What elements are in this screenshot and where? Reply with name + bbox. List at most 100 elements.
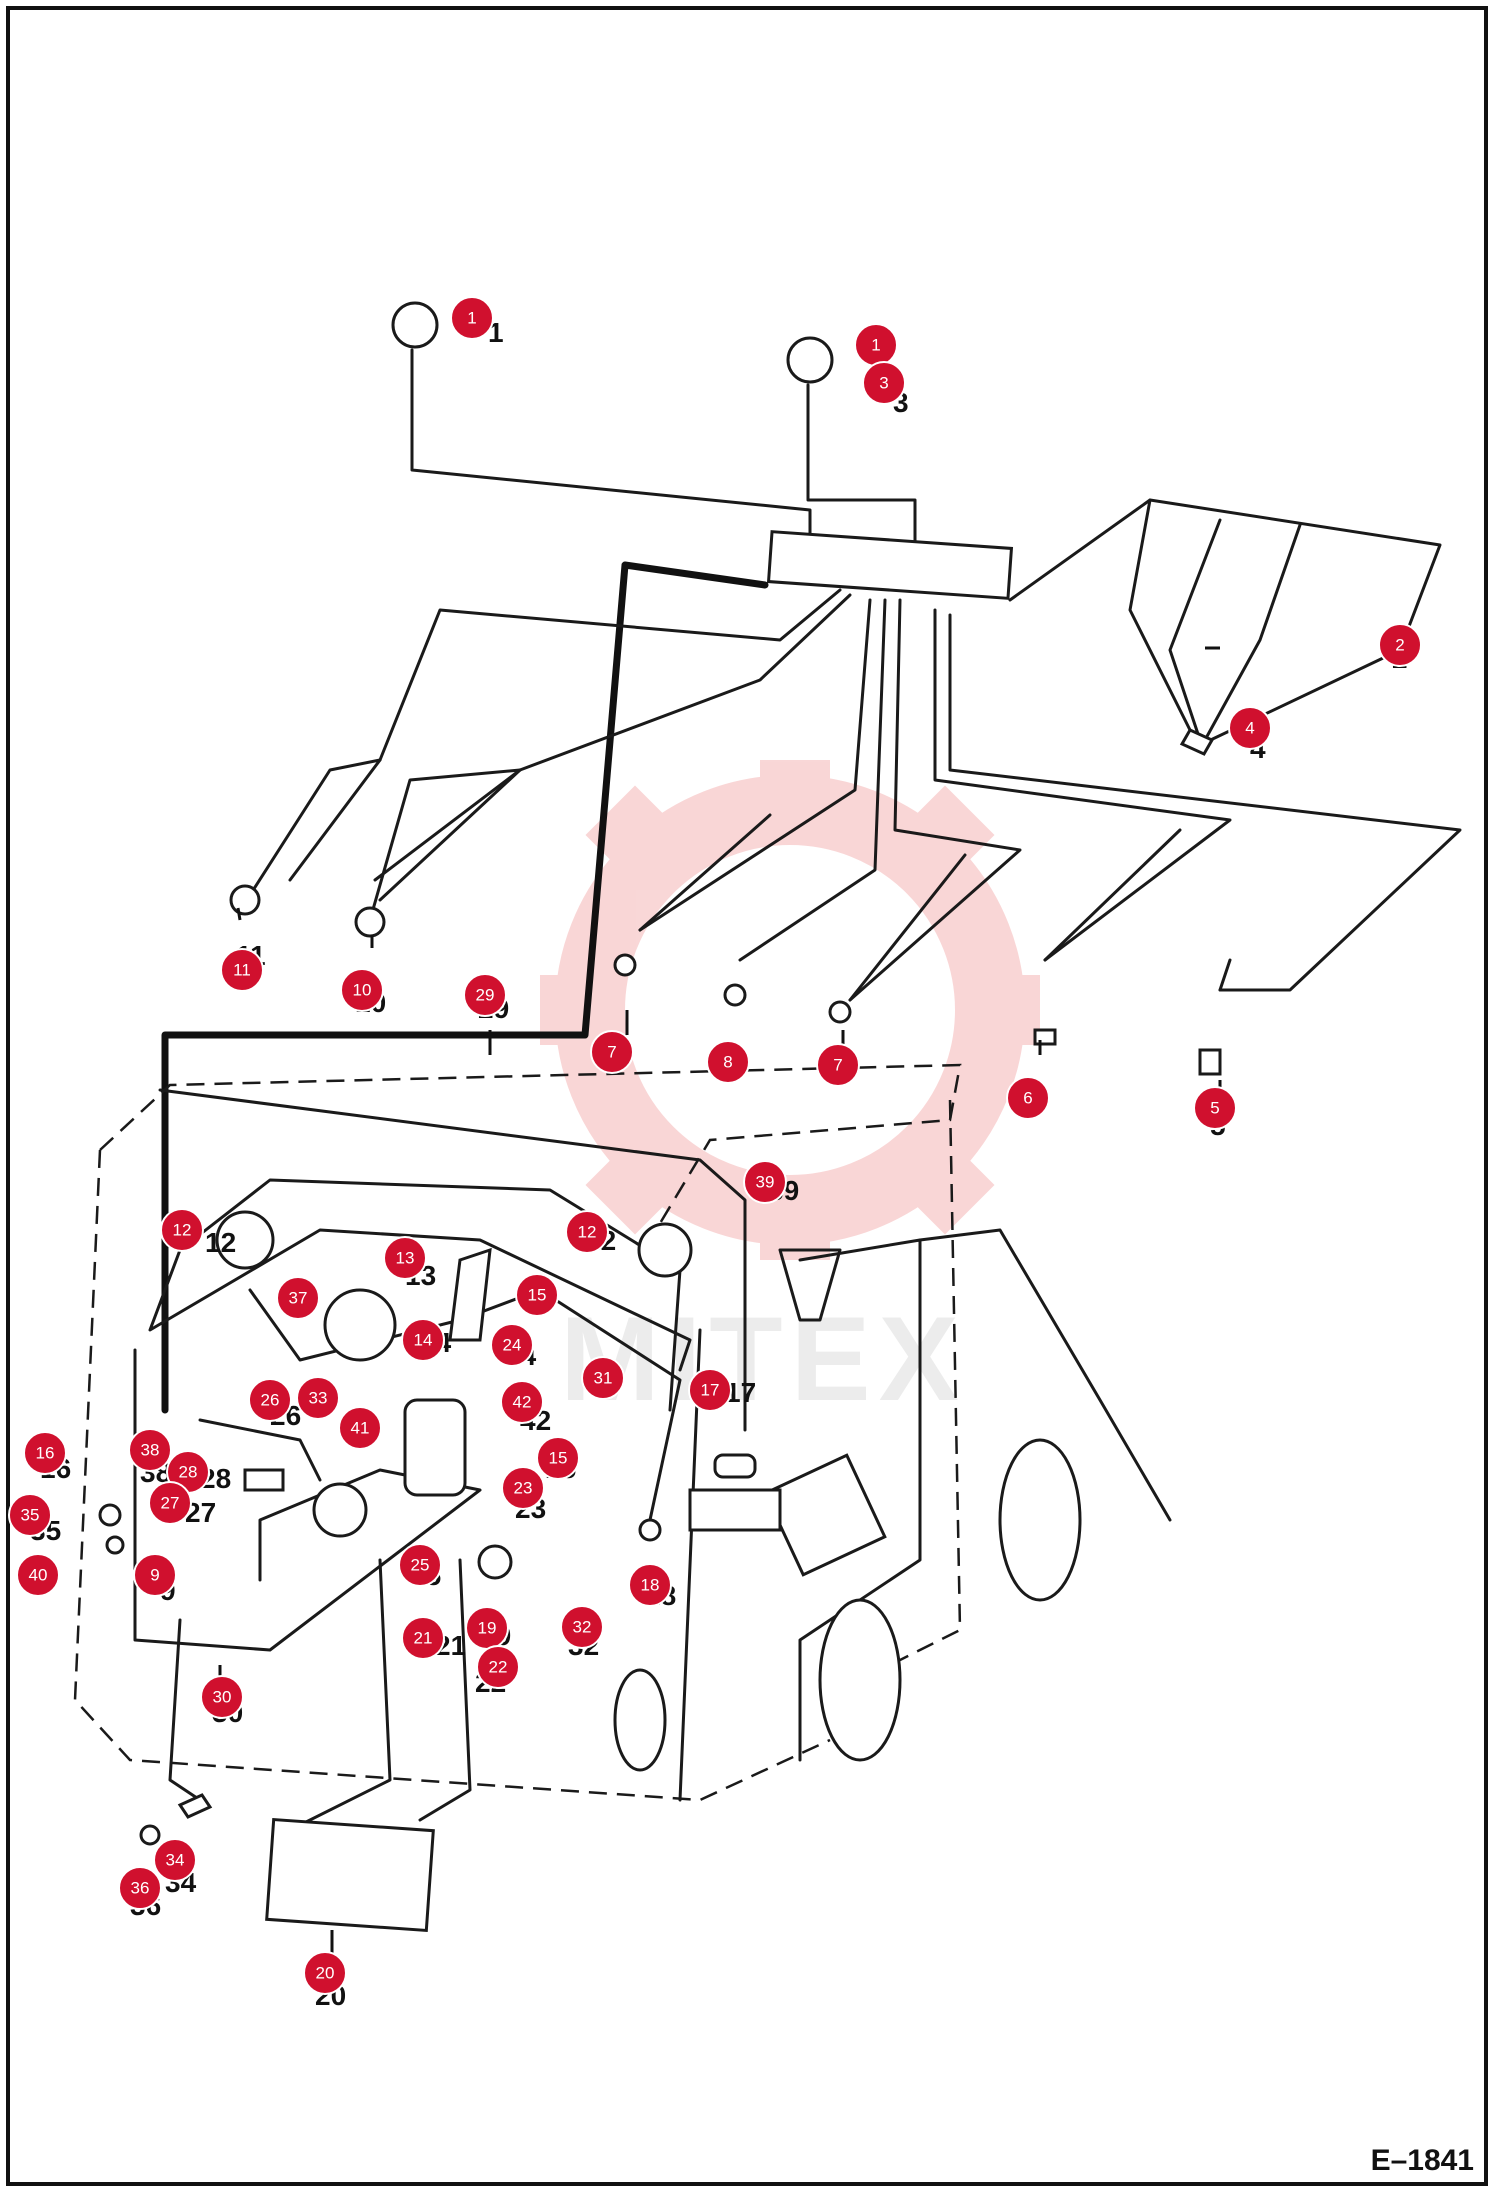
connector-5-icon bbox=[1198, 1048, 1222, 1076]
callout-number: 33 bbox=[309, 1389, 328, 1408]
callout-badge bbox=[23, 1431, 67, 1475]
connector-6-icon bbox=[1033, 1028, 1057, 1046]
callout-24: 24 bbox=[490, 1323, 534, 1367]
callout-number: 2 bbox=[1395, 636, 1404, 655]
callout-badge bbox=[398, 1543, 442, 1587]
callout-badge bbox=[476, 1645, 520, 1689]
callout-19: 19 bbox=[465, 1606, 509, 1650]
callout-number: 41 bbox=[351, 1419, 370, 1438]
callout-7: 7 bbox=[590, 1030, 634, 1074]
callout-badge bbox=[688, 1368, 732, 1412]
alternator-37-icon bbox=[323, 1288, 397, 1362]
callout-badge bbox=[401, 1616, 445, 1660]
callout-number: 30 bbox=[213, 1688, 232, 1707]
callout-34: 34 bbox=[153, 1838, 197, 1882]
callout-25: 25 bbox=[398, 1543, 442, 1587]
callout-badge bbox=[1006, 1076, 1050, 1120]
callout-badge bbox=[276, 1276, 320, 1320]
worklight-left-icon bbox=[391, 301, 439, 349]
callout-15: 15 bbox=[536, 1436, 580, 1480]
callout-number: 23 bbox=[514, 1479, 533, 1498]
callout-badge bbox=[200, 1675, 244, 1719]
callout-badge bbox=[501, 1466, 545, 1510]
callout-37: 37 bbox=[276, 1276, 320, 1320]
callout-badge bbox=[628, 1563, 672, 1607]
callout-badge bbox=[340, 968, 384, 1012]
callout-number: 5 bbox=[1210, 1099, 1219, 1118]
callout-number: 14 bbox=[414, 1331, 433, 1350]
callout-number: 39 bbox=[756, 1173, 775, 1192]
callout-number: 35 bbox=[21, 1506, 40, 1525]
callout-number: 31 bbox=[594, 1369, 613, 1388]
light-12a-icon bbox=[215, 1210, 275, 1270]
ref-12a: 12 bbox=[205, 1227, 236, 1258]
callout-number: 18 bbox=[641, 1576, 660, 1595]
callout-20: 20 bbox=[303, 1951, 347, 1995]
callout-number: 26 bbox=[261, 1391, 280, 1410]
callout-number: 12 bbox=[173, 1221, 192, 1240]
callout-12: 12 bbox=[565, 1210, 609, 1254]
callout-badge bbox=[133, 1553, 177, 1597]
callout-badge bbox=[220, 948, 264, 992]
bracket-13-icon bbox=[448, 1247, 492, 1342]
callout-number: 7 bbox=[607, 1043, 616, 1062]
callout-1: 1 bbox=[854, 323, 898, 367]
light-12b-icon bbox=[637, 1222, 693, 1278]
fuse-panel-icon bbox=[766, 530, 1014, 600]
callout-badge bbox=[148, 1481, 192, 1525]
connector-4-icon bbox=[1179, 728, 1215, 756]
frame-access-hole-icon bbox=[613, 1668, 667, 1772]
callout-38: 38 bbox=[128, 1428, 172, 1472]
callout-33: 33 bbox=[296, 1376, 340, 1420]
callout-number: 36 bbox=[131, 1879, 150, 1898]
callout-number: 37 bbox=[289, 1289, 308, 1308]
callout-number: 11 bbox=[233, 961, 251, 980]
starter-motor-25-icon bbox=[312, 1482, 368, 1538]
nut-36-icon bbox=[139, 1824, 161, 1846]
callout-badge bbox=[383, 1236, 427, 1280]
axle-hub-upper-icon bbox=[998, 1438, 1082, 1602]
callout-number: 17 bbox=[701, 1381, 720, 1400]
callout-21: 21 bbox=[401, 1616, 445, 1660]
callout-number: 8 bbox=[723, 1053, 732, 1072]
callout-number: 1 bbox=[467, 309, 476, 328]
connector-28-icon bbox=[243, 1468, 285, 1492]
callout-number: 1 bbox=[871, 336, 880, 355]
callout-number: 27 bbox=[161, 1494, 180, 1513]
callout-badge bbox=[743, 1160, 787, 1204]
lower-wiring-harness bbox=[98, 1088, 757, 1933]
callout-3: 3 bbox=[862, 361, 906, 405]
callout-number: 20 bbox=[316, 1964, 335, 1983]
callout-23: 23 bbox=[501, 1466, 545, 1510]
callout-39: 39 bbox=[743, 1160, 787, 1204]
callout-badge bbox=[560, 1605, 604, 1649]
callout-badge bbox=[450, 296, 494, 340]
callout-22: 22 bbox=[476, 1645, 520, 1689]
callout-35: 35 bbox=[8, 1493, 52, 1537]
callout-13: 13 bbox=[383, 1236, 427, 1280]
callout-40: 40 bbox=[16, 1553, 60, 1597]
switch-19-icon bbox=[477, 1544, 513, 1580]
figure-code: E–1841 bbox=[1370, 2144, 1474, 2177]
callout-number: 7 bbox=[833, 1056, 842, 1075]
callout-badge bbox=[128, 1428, 172, 1472]
callout-11: 11 bbox=[220, 948, 264, 992]
connector-7a-icon bbox=[613, 953, 637, 977]
watermark-text: MITEX bbox=[560, 1292, 967, 1426]
callout-number: 22 bbox=[489, 1658, 508, 1677]
callout-12: 12 bbox=[160, 1208, 204, 1252]
callout-badge bbox=[500, 1380, 544, 1424]
callout-number: 29 bbox=[476, 986, 495, 1005]
callout-15: 15 bbox=[515, 1273, 559, 1317]
callout-badge bbox=[248, 1378, 292, 1422]
callout-badge bbox=[536, 1436, 580, 1480]
worklight-right-icon bbox=[786, 336, 834, 384]
callout-16: 16 bbox=[23, 1431, 67, 1475]
connector-7b-icon bbox=[828, 1000, 852, 1024]
callout-27: 27 bbox=[148, 1481, 192, 1525]
upper-wiring-harness bbox=[161, 301, 1462, 1414]
callout-7: 7 bbox=[816, 1043, 860, 1087]
callout-30: 30 bbox=[200, 1675, 244, 1719]
